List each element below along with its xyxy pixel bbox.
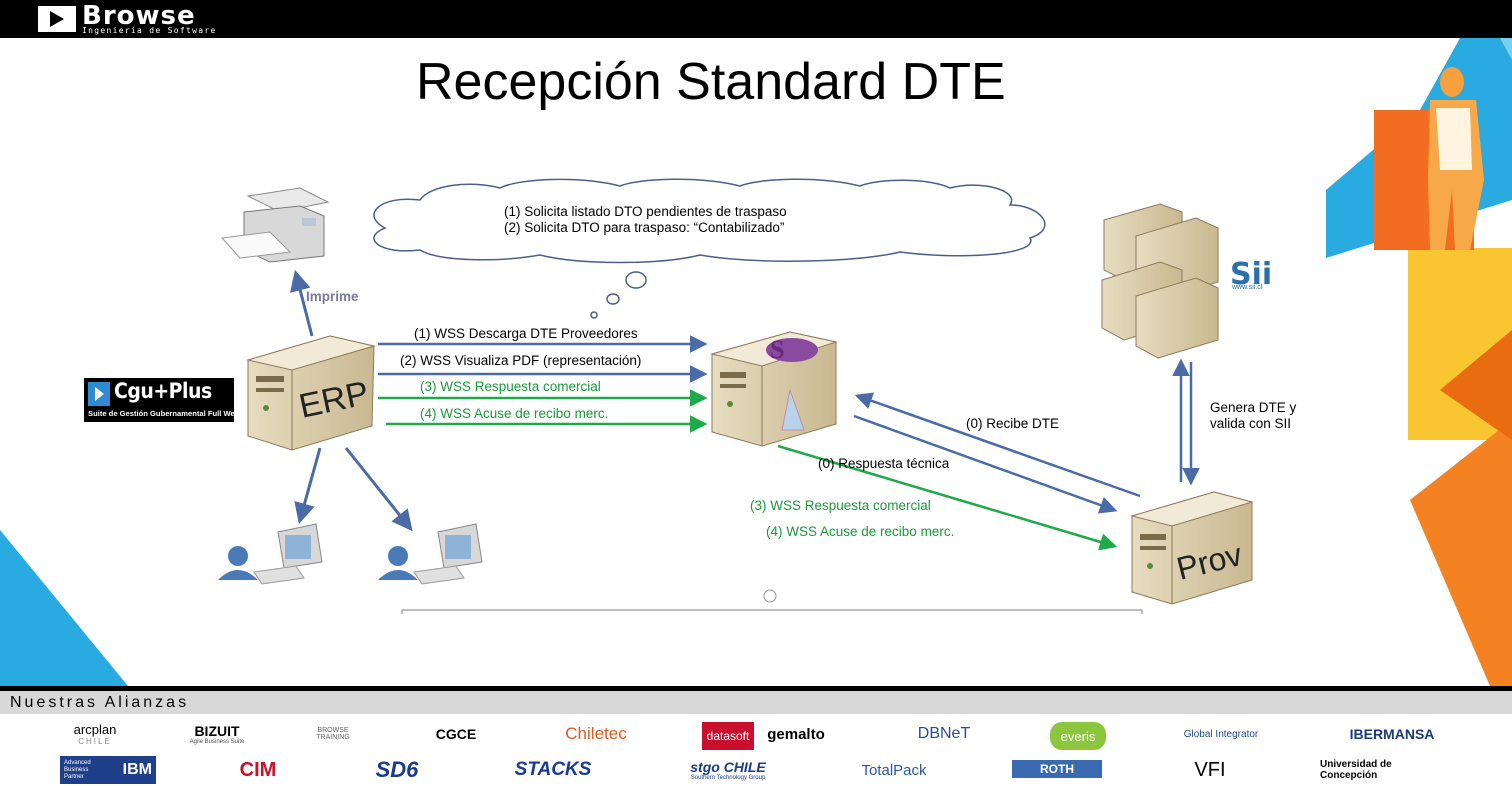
partner-name: arcplan [73, 722, 117, 737]
erp-user2-arrow [344, 447, 413, 532]
partner-name: stgo CHILE [690, 759, 766, 775]
erp-user1-arrow [294, 447, 322, 525]
cloud-line-1: (1) Solicita listado DTO pendientes de t… [504, 204, 787, 219]
partner-roth-logo: ROTH [1012, 760, 1102, 778]
alliances-bar [0, 686, 1512, 714]
decor-blue-left-triangle [0, 530, 128, 686]
slide-title: Recepción Standard DTE [416, 53, 1006, 111]
printer-icon [220, 187, 330, 263]
recibe-dte-arrow [854, 392, 1141, 498]
partner-cim-logo: CIM [239, 758, 277, 781]
partner-udec-logo: Universidad de Concepción [1320, 759, 1392, 781]
msg4-label: (4) WSS Acuse de recibo merc. [420, 406, 608, 421]
respuesta-tecnica-label: (0) Respuesta técnica [818, 456, 950, 471]
partner-bizuit-logo: BIZUIT Agile Business Suite [186, 720, 248, 748]
sii-url: www.sii.cl [1231, 284, 1263, 291]
sii-logo-text: Sii [1230, 257, 1272, 292]
prov-msg4-label: (4) WSS Acuse de recibo merc. [766, 524, 954, 539]
partner-browse-training-logo: BROWSE TRAINING [310, 720, 356, 748]
partner-dbnet-logo: DBNeT [917, 725, 971, 742]
partner-sub: CHILE [78, 737, 112, 746]
thought-cloud [373, 178, 1046, 319]
user-workstation-icon-2 [378, 523, 483, 585]
cloud-line-2: (2) Solicita DTO para traspaso: “Contabi… [504, 220, 784, 235]
imprime-arrow [290, 269, 314, 337]
browse-logo: Browse Ingeniería de Software [38, 1, 248, 35]
partner-ibm-logo: Advanced Business Partner IBM [60, 756, 156, 784]
partner-logos: arcplan CHILE BIZUIT Agile Business Suit… [0, 714, 1512, 786]
middleware-server-icon: S [710, 331, 838, 447]
decor-orange-right [1410, 420, 1512, 686]
prov-msg3-label: (3) WSS Respuesta comercial [750, 498, 931, 513]
partner-sub: TRAINING [316, 734, 350, 741]
respuesta-tecnica-arrow [853, 414, 1118, 514]
partner-stacks-logo: STACKS [514, 759, 592, 780]
prov-server-icon [1130, 491, 1254, 605]
svg-text:S: S [770, 335, 784, 364]
msg3-label: (3) WSS Respuesta comercial [420, 379, 601, 394]
anchor-icon [763, 589, 777, 603]
partner-sd6-logo: SD6 [375, 757, 419, 782]
recibe-dte-label: (0) Recibe DTE [966, 416, 1059, 431]
prov-green-arrow [777, 444, 1118, 551]
partner-vfi-logo: VFI [1194, 758, 1226, 781]
partner-ibermansa-logo: IBERMANSA [1349, 726, 1435, 742]
brand-tagline: Ingeniería de Software [82, 26, 217, 35]
cgu-plus-mark-icon [88, 382, 110, 406]
partner-totalpack-logo: TotalPack [861, 761, 927, 779]
partner-sub: Southern Technology Group [690, 775, 766, 781]
browse-logo-mark-icon [38, 6, 76, 32]
msg1-label: (1) WSS Descarga DTE Proveedores [414, 326, 638, 341]
partner-cgce-logo: CGCE [435, 726, 477, 742]
partner-sub: Advanced Business Partner [64, 759, 91, 780]
partner-chiletec-logo: Chiletec [565, 724, 627, 743]
partner-name: BROWSE [317, 727, 349, 734]
businessman-figure-icon [1428, 67, 1484, 250]
cgu-plus-name: Cgu+Plus [114, 379, 212, 403]
cgu-plus-suite: Suite de Gestión Gubernamental Full Web [88, 409, 240, 418]
partner-sub: Agile Business Suite [189, 739, 245, 745]
decor-cyan-stripe [1500, 38, 1512, 60]
partner-global-integrator-logo: Global Integrator [1183, 728, 1259, 740]
partner-name: IBM [122, 761, 152, 778]
partner-stgo-logo: stgo CHILE Southern Technology Group [672, 756, 784, 784]
partner-name: BIZUIT [194, 723, 240, 739]
genera-label-1: Genera DTE y [1210, 400, 1297, 415]
partner-gemalto-logo: gemalto [767, 725, 825, 743]
partner-datasoft-logo: datasoft [702, 722, 754, 750]
diagram-bottom-line [401, 609, 1143, 614]
decor-orange-dark [1440, 330, 1512, 440]
erp-server-icon [246, 335, 376, 451]
top-bar: Browse Ingeniería de Software [0, 0, 1512, 38]
user-workstation-icon-1 [218, 523, 323, 585]
partner-arcplan-logo: arcplan CHILE [60, 720, 130, 748]
sii-server-cluster-icon [1101, 203, 1219, 359]
partner-everis-logo: everis [1050, 722, 1106, 750]
genera-label-2: valida con SII [1210, 416, 1291, 431]
alliances-title: Nuestras Alianzas [10, 694, 190, 711]
cgu-plus-logo: Cgu+Plus Suite de Gestión Gubernamental … [84, 378, 239, 422]
imprime-label: Imprime [306, 289, 359, 304]
brand-name: Browse [82, 1, 196, 31]
msg2-label: (2) WSS Visualiza PDF (representación) [400, 353, 641, 368]
